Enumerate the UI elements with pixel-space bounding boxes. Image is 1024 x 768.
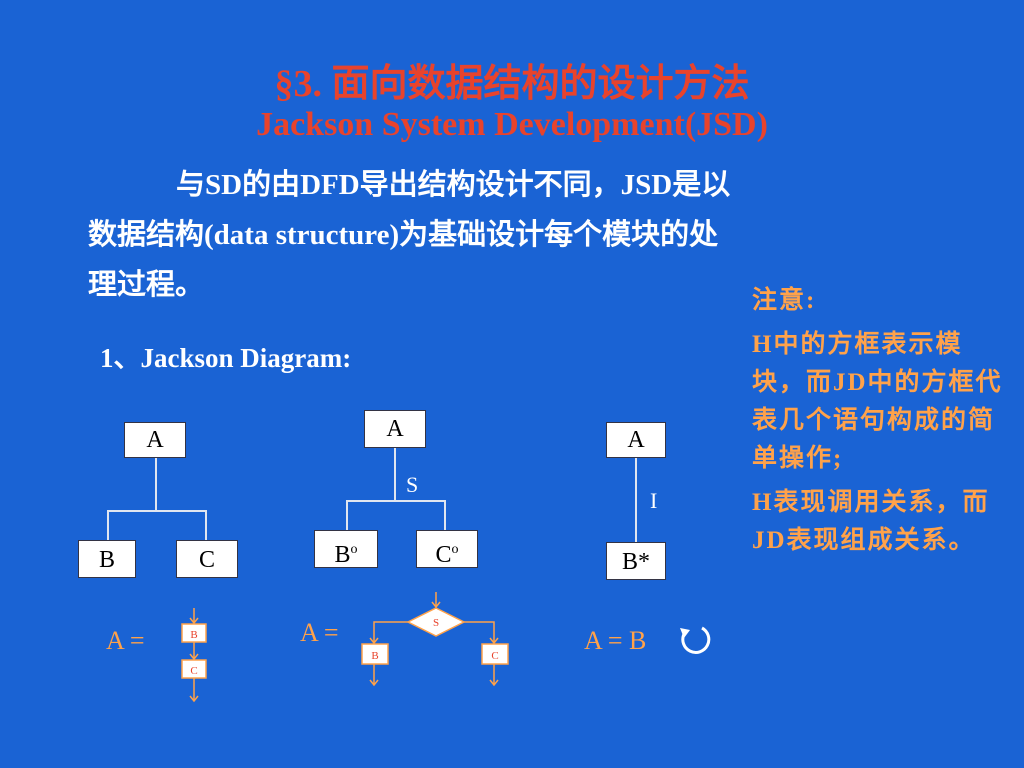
sel-box-left: Bo	[314, 530, 378, 568]
seq-flow-box-c: C	[190, 665, 197, 677]
sel-flow-box-b: B	[371, 650, 378, 662]
iter-box-root: A	[606, 422, 666, 458]
iter-connector	[635, 458, 637, 542]
intro-line-2: 数据结构(data structure)为基础设计每个模块的处	[88, 219, 719, 251]
seq-equation: A =	[106, 626, 145, 655]
seq-flowchart: B C	[181, 608, 207, 703]
iter-label-i: I	[650, 488, 658, 513]
seq-connector	[107, 510, 109, 540]
sel-box-right: Co	[416, 530, 478, 568]
sel-connector	[394, 448, 396, 500]
intro-line-3: 理过程。	[88, 269, 205, 301]
sel-connector	[444, 500, 446, 530]
seq-connector	[155, 458, 157, 510]
sel-flow-box-c: C	[491, 650, 498, 662]
title-line-1: §3. 面向数据结构的设计方法	[274, 63, 750, 105]
loop-arrow-icon	[680, 626, 711, 654]
sel-flow-diamond-s: S	[433, 617, 439, 629]
sel-box-root: A	[364, 410, 426, 448]
seq-box-root: A	[124, 422, 186, 458]
sel-flowchart: S B C	[361, 592, 509, 687]
seq-connector	[107, 510, 207, 512]
sel-label-s: S	[406, 472, 419, 497]
intro-paragraph: 与SD的由DFD导出结构设计不同，JSD是以 数据结构(data structu…	[88, 160, 918, 310]
sel-connector	[346, 500, 446, 502]
seq-flow-box-b: B	[190, 629, 197, 641]
iter-equation: A = B	[584, 626, 647, 655]
intro-line-1: 与SD的由DFD导出结构设计不同，JSD是以	[176, 169, 731, 201]
seq-connector	[205, 510, 207, 540]
seq-box-right: C	[176, 540, 238, 578]
note-paragraph-1: H中的方框表示模块，而JD中的方框代表几个语句构成的简单操作;	[752, 331, 1003, 472]
note-panel: 注意: H中的方框表示模块，而JD中的方框代表几个语句构成的简单操作; H表现调…	[752, 282, 1007, 566]
note-heading: 注意:	[752, 287, 817, 314]
seq-box-left: B	[78, 540, 136, 578]
iter-box-child: B*	[606, 542, 666, 580]
sel-equation: A =	[300, 618, 339, 647]
section-label: 1、Jackson Diagram:	[100, 343, 352, 373]
note-paragraph-2: H表现调用关系，而JD表现组成关系。	[752, 489, 990, 554]
sel-connector	[346, 500, 348, 530]
title-line-2: Jackson System Development(JSD)	[256, 106, 768, 143]
